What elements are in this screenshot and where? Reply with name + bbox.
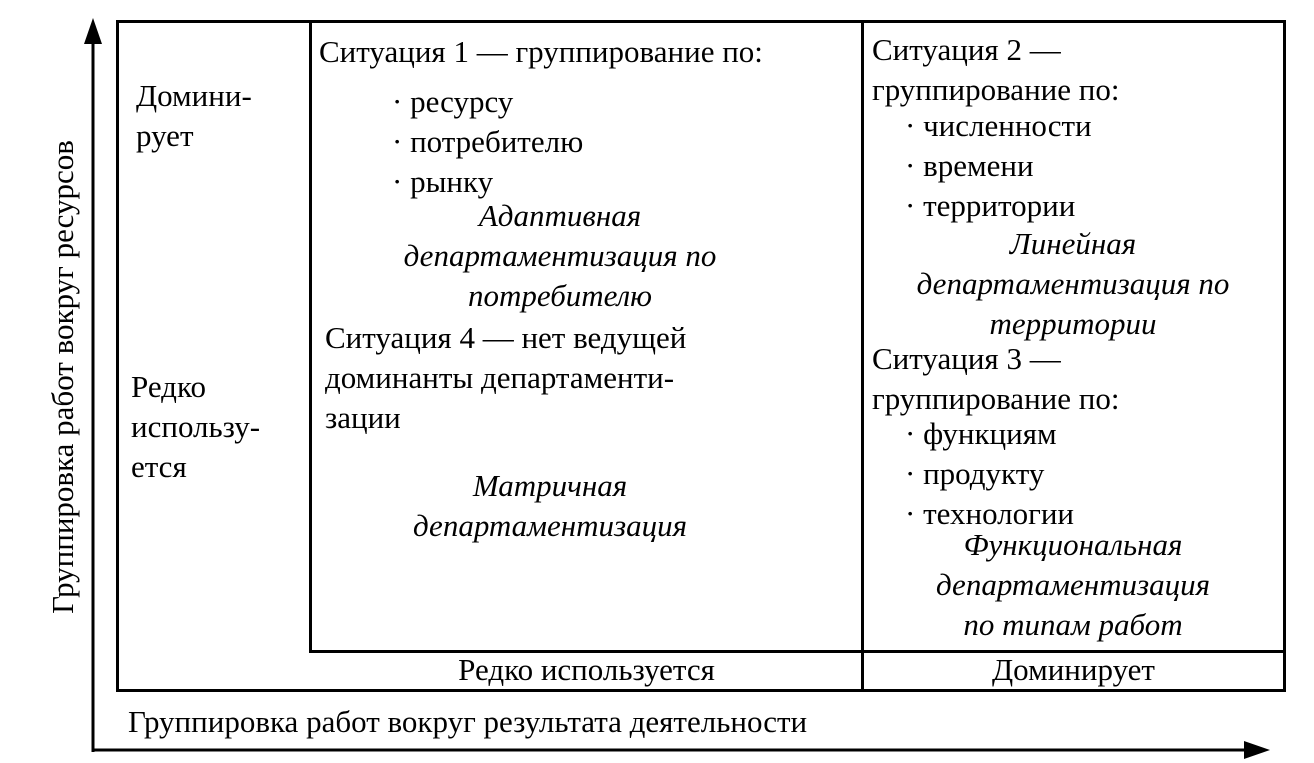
situation2-title: Ситуация 2 — группирование по: xyxy=(872,32,1120,107)
situation3-title: Ситуация 3 — группирование по: xyxy=(872,341,1120,416)
list-item: · рынку xyxy=(392,164,494,199)
list-item: · потребителю xyxy=(392,124,584,159)
inner-left-line xyxy=(309,20,312,653)
list-item: · времени xyxy=(905,148,1034,183)
situation2-result: Линейная департаментизация по территории xyxy=(916,226,1230,341)
outer-frame-right xyxy=(1283,20,1286,692)
col-label-rarely: Редко используется xyxy=(458,652,715,687)
situation3-items: · функциям · продукту · технологии xyxy=(905,414,1074,534)
outer-frame-top xyxy=(116,20,1286,23)
list-item: · территории xyxy=(905,188,1076,223)
middle-vertical-line xyxy=(861,20,864,692)
x-axis-arrowhead xyxy=(1244,741,1270,759)
situation4-result: Матричная департаментизация xyxy=(413,468,687,543)
situation1-result: Адаптивная департаментизация по потребит… xyxy=(403,198,717,313)
list-item: · ресурсу xyxy=(392,84,514,119)
y-axis-arrowhead xyxy=(84,18,102,44)
situation1-title: Ситуация 1 — группирование по: xyxy=(319,34,763,69)
inner-bottom-line xyxy=(309,650,1286,653)
outer-frame-left xyxy=(116,20,119,692)
row-label-rarely: Редко использу- ется xyxy=(131,369,261,484)
list-item: · продукту xyxy=(905,456,1045,491)
list-item: · технологии xyxy=(905,496,1075,531)
situation4-title: Ситуация 4 — нет ведущей доминанты депар… xyxy=(325,320,687,435)
y-axis-label: Группировка работ вокруг ресурсов xyxy=(45,140,80,614)
situation2-items: · численности · времени · территории xyxy=(905,106,1092,226)
col-label-dominates: Доминирует xyxy=(992,652,1155,687)
list-item: · функциям xyxy=(905,416,1057,451)
row-label-dominates: Домини- рует xyxy=(136,78,252,153)
x-axis-label: Группировка работ вокруг результата деят… xyxy=(128,704,808,739)
situation3-result: Функциональная департаментизация по типа… xyxy=(936,527,1210,642)
situation1-items: · ресурсу · потребителю · рынку xyxy=(392,82,583,202)
outer-frame-bottom xyxy=(116,689,1286,692)
list-item: · численности xyxy=(905,108,1092,143)
